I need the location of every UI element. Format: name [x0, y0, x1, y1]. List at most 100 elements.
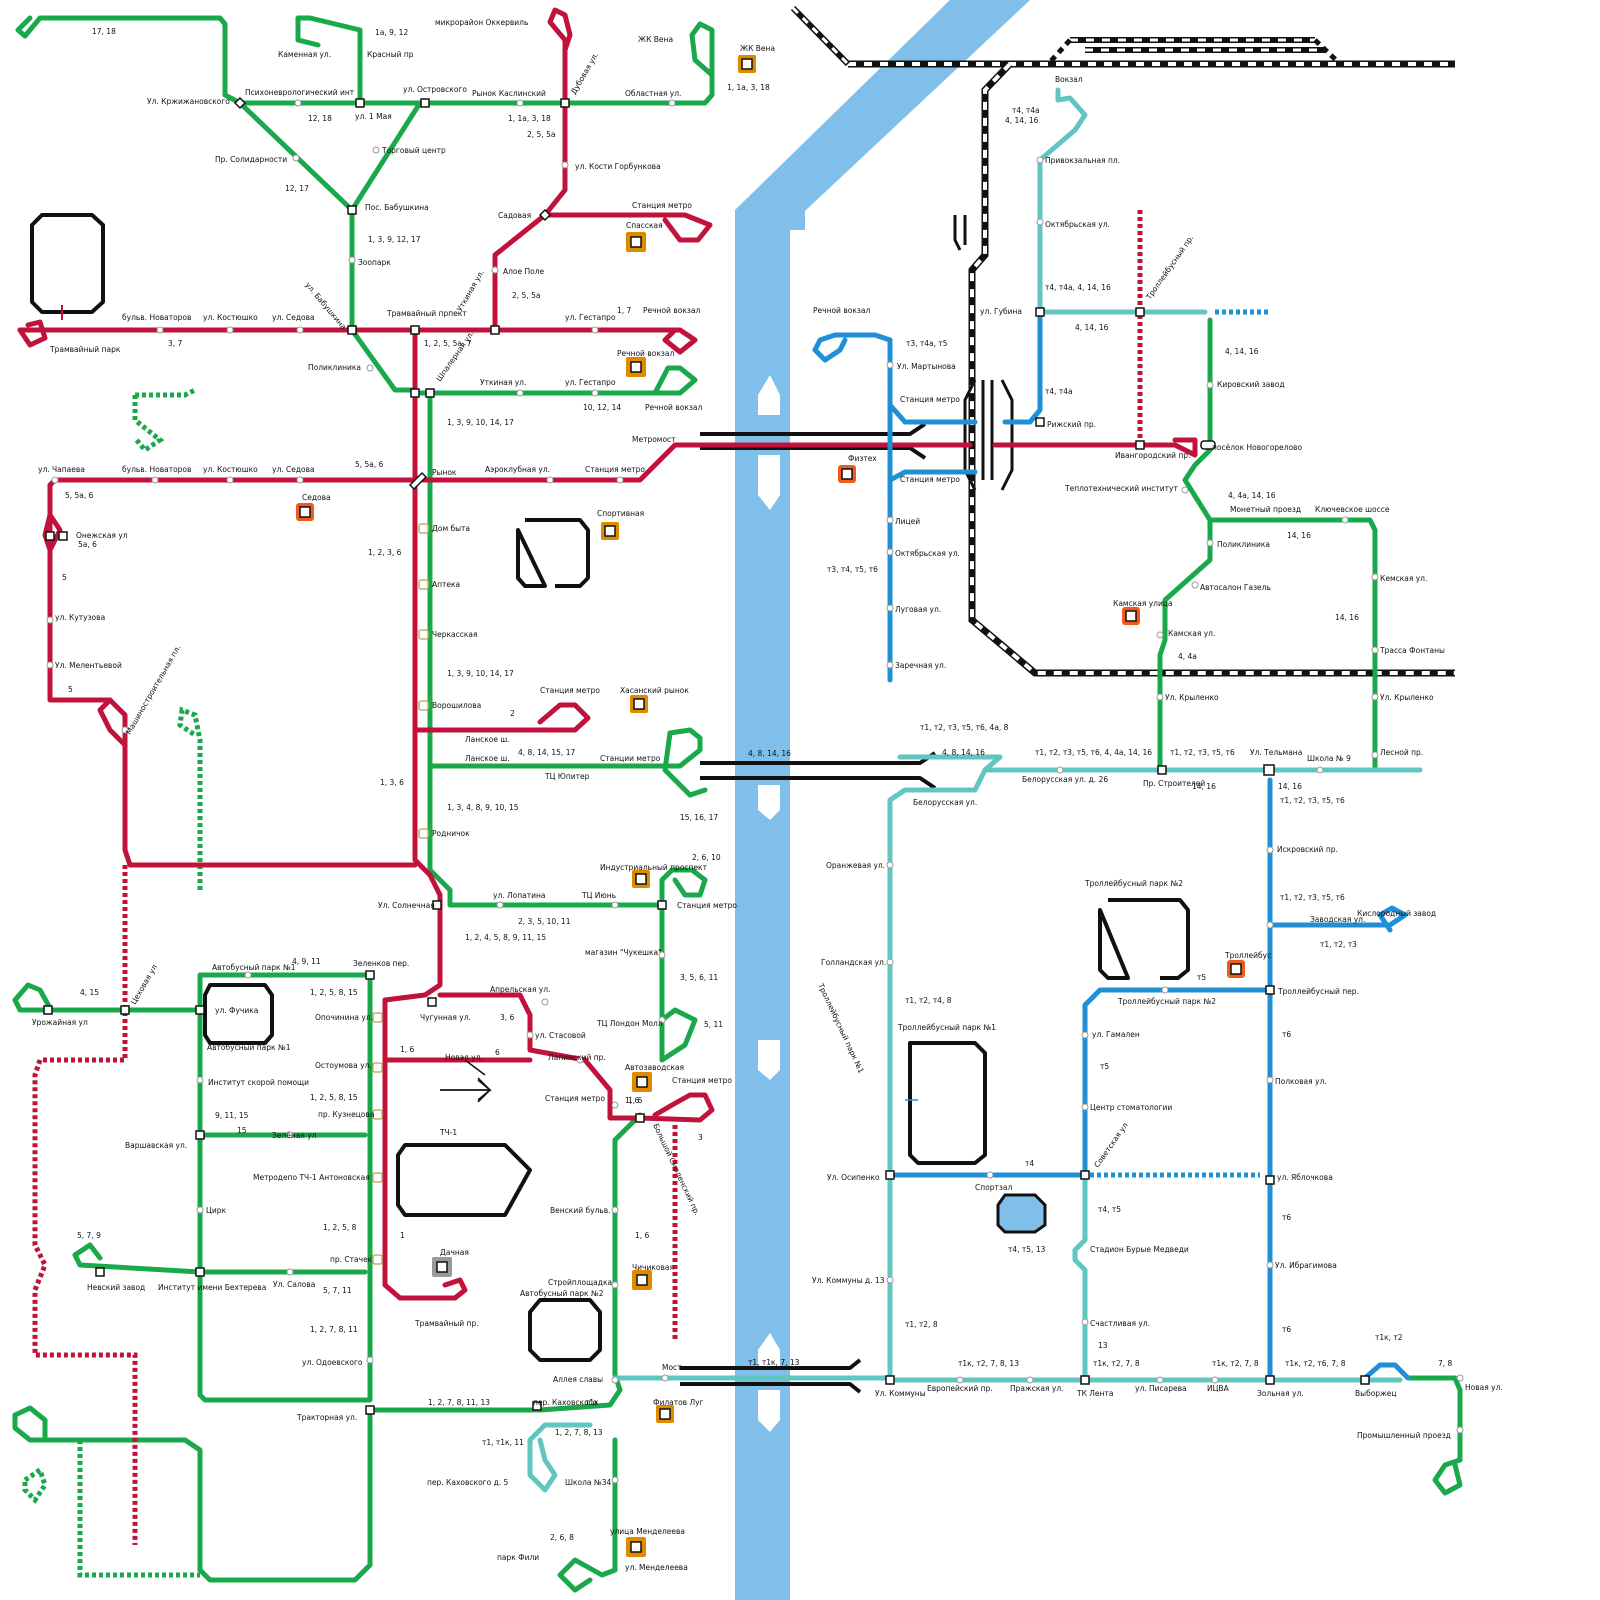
route-label: 5, 7, 11: [323, 1286, 352, 1295]
stop-label: Троллейбусный парк №2: [1084, 879, 1183, 888]
stop-label: Зелёная ул: [272, 1131, 317, 1140]
route-label: 1, 6: [635, 1231, 650, 1240]
metro-station-icon: [838, 465, 856, 483]
stop-label: Станция метро: [585, 465, 645, 474]
route-label: 4, 14, 16: [1075, 323, 1109, 332]
route-label: 1, 6: [625, 1096, 640, 1105]
river: [735, 0, 1030, 1600]
stop-label: Физтех: [848, 454, 877, 463]
route-label: 3, 5, 6, 11: [680, 973, 718, 982]
metro-station-icon: [1227, 960, 1245, 978]
route-label: 2, 6, 10: [692, 853, 721, 862]
stop-label: ТЧ-1: [439, 1128, 457, 1137]
stop-label: Ул. Тельмана: [1250, 748, 1302, 757]
stop-label: Дачная: [440, 1248, 469, 1257]
stop-label: Апрельская ул.: [490, 985, 550, 994]
stop-label: Областная ул.: [625, 89, 681, 98]
stop-label: Невский завод: [87, 1283, 145, 1292]
stop-label: Институт имени Бехтерева: [158, 1283, 266, 1292]
route-label: т1, т2, т3: [1320, 940, 1357, 949]
stop-label: Автобусный парк №1: [207, 1043, 291, 1052]
stop-label: Монетный проезд: [1230, 505, 1301, 514]
metro-gear-icon: [632, 1270, 652, 1290]
tram-lines: [17, 7, 1198, 1301]
route-label: 4, 8, 14, 15, 17: [518, 748, 575, 757]
stop-label: Камская улица: [1113, 599, 1173, 608]
stop-label: Станция метро: [677, 901, 737, 910]
route-label: 5: [62, 573, 67, 582]
stop-label: улица Менделеева: [610, 1527, 685, 1536]
stop-label: Троллейбусный парк №1: [816, 981, 866, 1075]
route-label: 4, 9, 11: [292, 957, 321, 966]
stop-label: Дубовая ул.: [569, 51, 600, 96]
stop-label: Индустриальный проспект: [600, 863, 708, 872]
stop-label: Пражская ул.: [1010, 1384, 1064, 1393]
stop-label: Ул. Крыленко: [1165, 693, 1219, 702]
stop-label: ул. Фучика: [215, 1006, 258, 1015]
stop-label: Уткиная ул.: [480, 378, 526, 387]
metro-gear-icon: [632, 1072, 652, 1092]
stop-label: Лесной пр.: [1380, 748, 1423, 757]
stop-label: Чичиковая: [632, 1263, 674, 1272]
metro-markers: [296, 55, 1245, 1557]
stop-label: Мост: [662, 1363, 682, 1372]
stop-label: Центр стоматологии: [1090, 1103, 1172, 1112]
route-label: 1, 7: [617, 306, 632, 315]
stop-label: Цирк: [206, 1206, 226, 1215]
stop-label: Вокзал: [1055, 75, 1083, 84]
stop-label: Венский бульв.: [550, 1206, 611, 1215]
stop-label: Ворошилова: [432, 701, 481, 710]
stop-label: Цеховая ул: [129, 963, 159, 1006]
route-label: т1, т2, т3, т5, т6, 4, 4а, 14, 16: [1035, 748, 1152, 757]
trolleybus-blue-dashed: [1090, 309, 1270, 1178]
stop-label: ИЦВА: [1207, 1384, 1230, 1393]
route-label: 1, 3, 9, 10, 14, 17: [447, 669, 514, 678]
stop-label: Голландская ул.: [821, 958, 886, 967]
route-label: 12, 18: [308, 114, 332, 123]
stop-label: Рынок Каслинский: [472, 89, 546, 98]
stop-label: Торговый центр: [381, 146, 446, 155]
stop-label: Станция метро: [900, 475, 960, 484]
stop-label: Рижский пр.: [1047, 420, 1096, 429]
stop-label: ул. Кутузова: [55, 613, 105, 622]
route-label: т4, т5: [1098, 1205, 1121, 1214]
stop-label: Ул. Кржижановского: [147, 97, 230, 106]
stop-label: ул. Костюшко: [203, 313, 258, 322]
stop-label: ул. Одоевского: [302, 1358, 363, 1367]
stop-label: Дом быта: [432, 524, 470, 533]
route-label: 9, 11, 15: [215, 1111, 249, 1120]
stop-label: ул. Костюшко: [203, 465, 258, 474]
route-label: 1: [400, 1231, 405, 1240]
stop-label: Промышленный проезд: [1357, 1431, 1451, 1440]
stop-label: ул. Яблочкова: [1277, 1173, 1333, 1182]
stop-label: Троллейбусный парк №1: [897, 1023, 996, 1032]
stop-label: Зольная ул.: [1257, 1389, 1304, 1398]
stop-label: Поликлиника: [308, 363, 361, 372]
route-label: 2, 5, 5а: [512, 291, 540, 300]
stop-label: Кислородный завод: [1357, 909, 1436, 918]
stop-label: Троллейбусный пр.: [1144, 233, 1196, 302]
stop-label: Выборжец: [1355, 1389, 1397, 1398]
stop-label: Аэроклубная ул.: [485, 465, 550, 474]
metro-station-icon: [432, 1257, 452, 1277]
stop-label: Хасанский рынок: [620, 686, 689, 695]
route-label: т1, т2, т3, т5, т6, 4а, 8: [920, 723, 1009, 732]
stop-label: Школа №34: [565, 1478, 611, 1487]
stop-label: Тракторная ул.: [296, 1413, 357, 1422]
stop-label: Урожайная ул: [32, 1018, 88, 1027]
route-label: 5: [68, 685, 73, 694]
route-label: 4, 8, 14, 16: [748, 749, 791, 758]
stop-label: Полковая ул.: [1275, 1077, 1327, 1086]
stop-label: Октябрьская ул.: [1045, 220, 1110, 229]
route-label: 4, 4а: [1178, 652, 1197, 661]
stop-label: Зеленков пер.: [353, 959, 409, 968]
stop-label: Школа № 9: [1307, 754, 1351, 763]
route-label: т1, т2, т3, т5, т6: [1280, 796, 1345, 805]
route-label: т3, т4а, т5: [906, 339, 948, 348]
stop-label: Заводская ул.: [1310, 915, 1365, 924]
stop-label: Ул. Крыленко: [1380, 693, 1434, 702]
stop-label: Садовая: [498, 211, 531, 220]
route-label: 1, 2, 5, 5а, 7: [424, 339, 472, 348]
